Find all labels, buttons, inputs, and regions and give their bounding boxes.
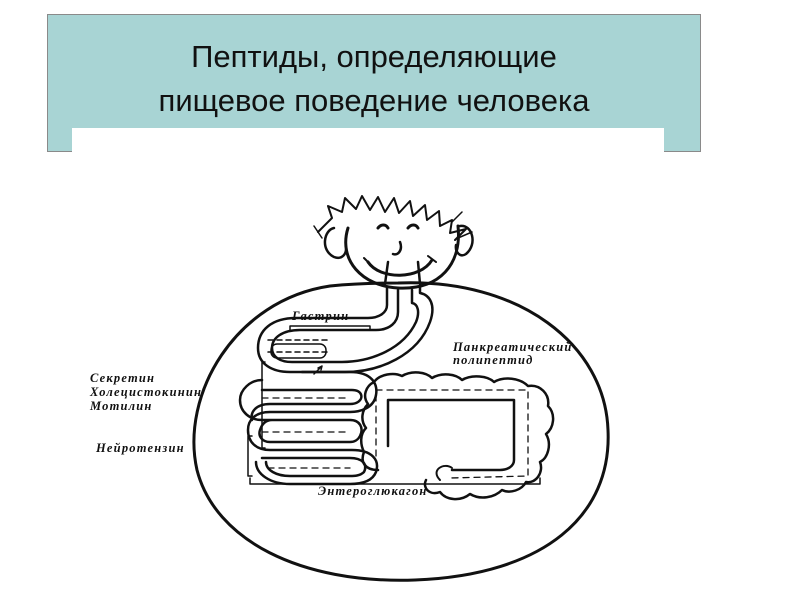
secretin-bracket [261,361,266,449]
title-line-1: Пептиды, определяющие [191,39,557,74]
secretin-label: Секретин [90,371,155,385]
enteroglucagon-bracket [249,477,541,485]
slide-title: Пептиды, определяющие пищевое поведение … [48,35,700,123]
cholecystokinin-label: Холецистокинин [89,385,202,399]
small-intestine-icon [238,370,379,486]
pancreatic-label-line2: полипептид [453,353,534,367]
stomach-icon [256,286,434,374]
head-icon [313,195,474,290]
pancreatic-arrow [313,365,323,375]
enteroglucagon-label: Энтероглюкагон [318,484,428,498]
pancreatic-label-line1: Панкреатический [452,340,573,354]
motilin-label: Мотилин [89,399,153,413]
title-line-2: пищевое поведение человека [158,83,590,118]
body-outline [192,281,610,582]
title-white-band [72,128,664,154]
large-intestine-icon [360,371,555,501]
neurotensin-label: Нейротензин [95,441,185,455]
gastrin-bracket [289,325,371,331]
neurotensin-bracket [247,435,253,477]
gastrin-label: Гастрин [291,309,349,323]
